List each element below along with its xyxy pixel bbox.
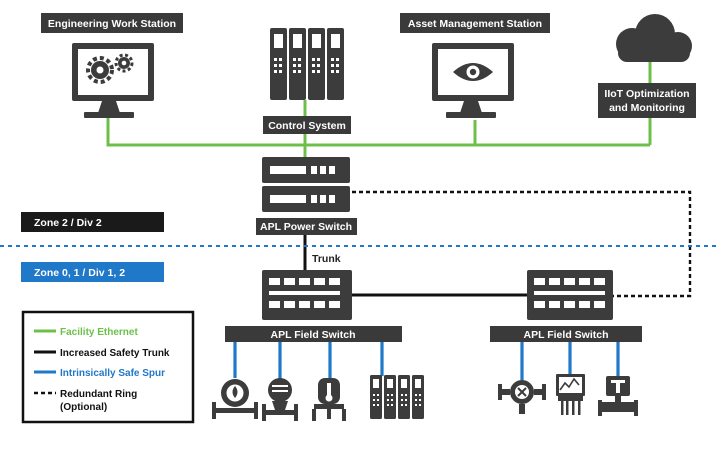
field-switch-left-label: APL Field Switch [271, 329, 356, 341]
analyzer-icon[interactable] [556, 374, 585, 415]
pressure-transmitter-icon[interactable] [262, 378, 298, 421]
legend-item-facility-ethernet: Facility Ethernet [34, 327, 138, 338]
monitor-gears-icon [72, 43, 154, 118]
trunk-label: Trunk [312, 253, 341, 265]
power-switch-label: APL Power Switch [260, 221, 352, 233]
zone-lower-badge: Zone 0, 1 / Div 1, 2 [21, 262, 164, 282]
field-switch-icon [262, 270, 352, 320]
legend: Facility Ethernet Increased Safety Trunk… [21, 310, 195, 424]
legend-item-trunk: Increased Safety Trunk [34, 348, 170, 359]
power-switch-icon [262, 157, 350, 212]
flow-meter-icon[interactable] [212, 379, 258, 419]
asset-management-station[interactable]: Asset Management Station [400, 13, 550, 118]
legend-optional-label: (Optional) [60, 402, 107, 413]
temperature-transmitter-icon[interactable] [312, 378, 346, 421]
spur-lines [233, 340, 620, 380]
iiot-label-line2: and Monitoring [609, 102, 685, 114]
legend-label: Redundant Ring [60, 389, 137, 400]
positioner-icon[interactable] [598, 376, 638, 416]
apl-field-switch-right[interactable]: APL Field Switch [490, 270, 642, 342]
control-system[interactable]: Control System [263, 28, 351, 134]
asset-management-label: Asset Management Station [408, 18, 542, 30]
control-system-label: Control System [268, 120, 346, 132]
zone-lower-label: Zone 0, 1 / Div 1, 2 [34, 267, 125, 279]
cloud-icon [616, 14, 692, 62]
engineering-work-station[interactable]: Engineering Work Station [41, 13, 183, 118]
io-rack-icon[interactable] [370, 375, 424, 419]
valve-actuator-icon[interactable] [498, 380, 546, 414]
facility-ethernet-lines [106, 62, 652, 158]
zone-upper-badge: Zone 2 / Div 2 [21, 212, 164, 232]
legend-label: Facility Ethernet [60, 327, 138, 338]
legend-item-redundant-ring: Redundant Ring (Optional) [34, 389, 137, 413]
legend-label: Intrinsically Safe Spur [60, 368, 165, 379]
zone-upper-label: Zone 2 / Div 2 [34, 217, 102, 229]
trunk-lines [303, 232, 528, 297]
apl-field-switch-left[interactable]: APL Field Switch [225, 270, 402, 342]
legend-item-spur: Intrinsically Safe Spur [34, 368, 165, 379]
iiot-monitoring[interactable]: IIoT Optimization and Monitoring [598, 14, 696, 118]
iiot-label-line1: IIoT Optimization [604, 88, 689, 100]
engineering-station-label: Engineering Work Station [48, 18, 176, 30]
redundant-ring-line [352, 190, 692, 298]
controller-rack-icon [270, 28, 344, 100]
apl-power-switch[interactable]: APL Power Switch [256, 157, 357, 235]
legend-label: Increased Safety Trunk [60, 348, 170, 359]
field-switch-icon [527, 270, 613, 320]
monitor-eye-icon [432, 43, 514, 118]
field-switch-right-label: APL Field Switch [524, 329, 609, 341]
